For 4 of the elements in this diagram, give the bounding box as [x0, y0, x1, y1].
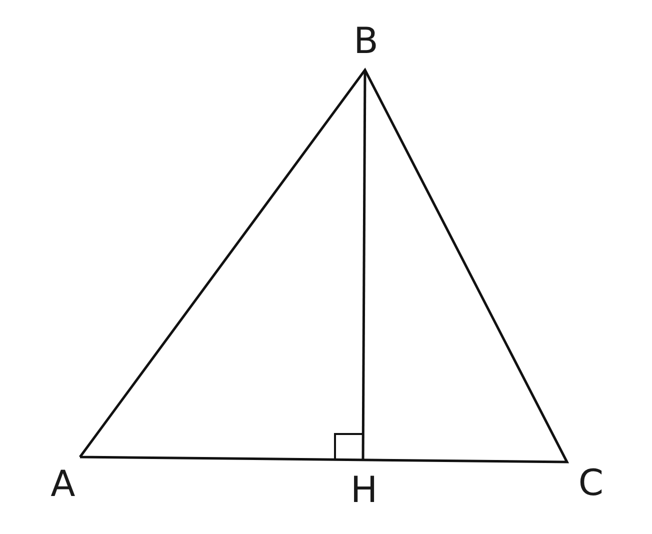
vertex-label: B	[354, 24, 378, 60]
vertex-label: A	[50, 467, 76, 503]
vertex-label: H	[350, 473, 378, 509]
vertex-label: C	[578, 466, 604, 502]
